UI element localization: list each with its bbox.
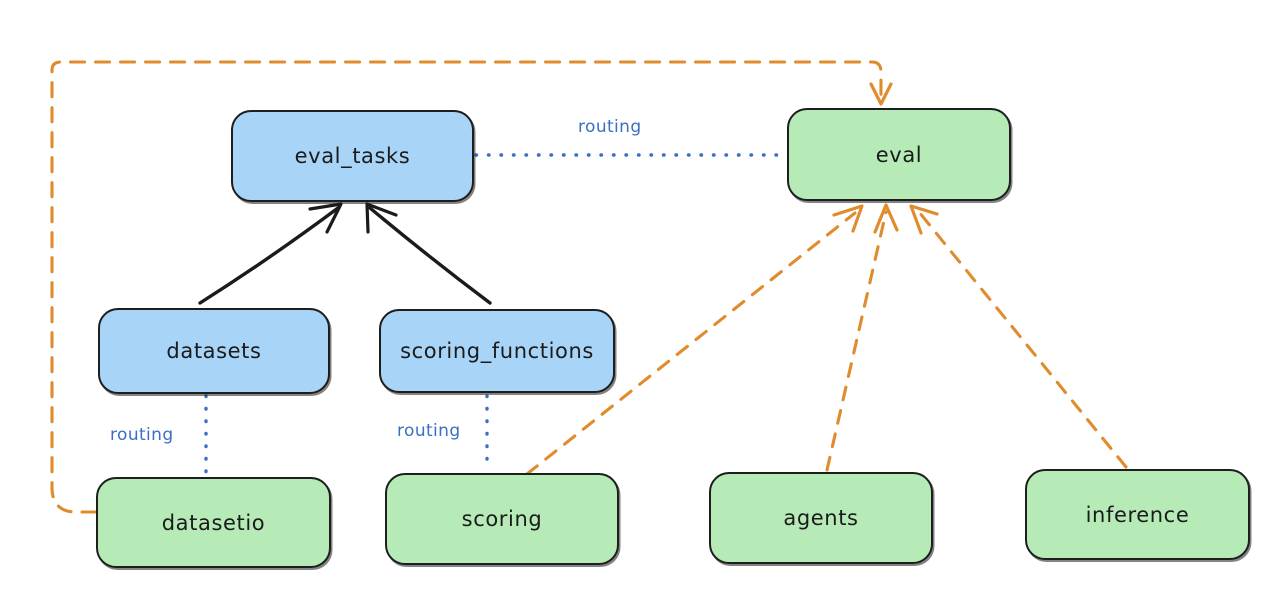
node-scoring[interactable]: scoring xyxy=(385,473,619,565)
node-label-datasets: datasets xyxy=(166,339,262,363)
edge-label-routing-eval-tasks-eval: routing xyxy=(578,117,642,137)
node-inference[interactable]: inference xyxy=(1025,469,1250,560)
edge-label-routing-scoring-functions-scoring: routing xyxy=(397,421,461,441)
node-label-eval: eval xyxy=(875,142,923,167)
node-agents[interactable]: agents xyxy=(709,472,933,564)
node-label-inference: inference xyxy=(1085,502,1190,527)
node-datasets[interactable]: datasets xyxy=(98,308,330,394)
edge-inference-to-eval xyxy=(909,204,1128,469)
node-datasetio[interactable]: datasetio xyxy=(96,477,331,568)
node-label-eval-tasks: eval_tasks xyxy=(294,144,411,168)
node-label-scoring-functions: scoring_functions xyxy=(400,339,594,363)
node-label-datasetio: datasetio xyxy=(161,510,266,535)
node-label-agents: agents xyxy=(783,506,859,530)
node-label-scoring: scoring xyxy=(461,507,543,531)
edge-scoring_functions-to-eval_tasks xyxy=(365,202,492,305)
node-eval[interactable]: eval xyxy=(787,108,1011,201)
edge-datasets-to-eval_tasks xyxy=(198,202,343,305)
node-eval-tasks[interactable]: eval_tasks xyxy=(231,110,474,202)
edge-agents-to-eval xyxy=(825,203,899,472)
node-scoring-functions[interactable]: scoring_functions xyxy=(379,309,615,393)
edge-label-routing-datasets-datasetio: routing xyxy=(110,425,174,445)
